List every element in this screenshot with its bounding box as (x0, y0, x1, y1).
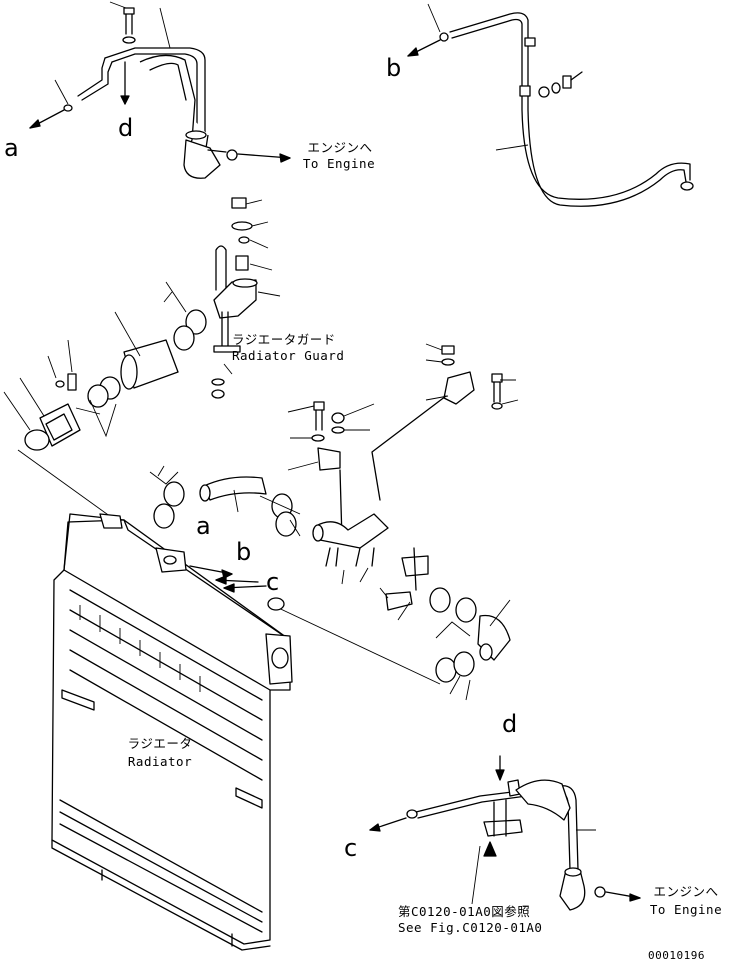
label-b-top: b (386, 54, 402, 82)
label-a-mid: a (196, 512, 212, 540)
label-engine-en-bottom: To Engine (649, 902, 723, 917)
label-engine-en-top: To Engine (302, 156, 376, 171)
right-upper-brackets (287, 343, 519, 541)
top-left-arrows (29, 95, 291, 163)
label-see-fig-en: See Fig.C0120-01A0 (398, 920, 543, 935)
leader-lines (17, 449, 441, 685)
label-c-bottom: c (344, 834, 358, 862)
label-d-top: d (118, 114, 134, 142)
central-hoses (149, 465, 511, 701)
label-radiator-guard-jp: ラジエータガード (232, 332, 336, 347)
top-left-pipe-assembly (54, 1, 238, 179)
radiator-core (51, 513, 293, 951)
label-engine-jp-bottom: エンジンへ (653, 884, 719, 899)
label-c-mid: c (266, 568, 280, 596)
cap-and-elbow-parts (211, 197, 281, 399)
top-right-pipe (407, 3, 694, 207)
label-radiator-jp: ラジエータ (127, 736, 193, 751)
left-hose-and-clamps (3, 281, 207, 451)
label-engine-jp-top: エンジンへ (307, 140, 373, 155)
label-radiator-en: Radiator (127, 754, 193, 769)
label-see-fig-jp: 第C0120-01A0図参照 (398, 904, 531, 919)
label-radiator-guard-en: Radiator Guard (232, 348, 345, 363)
label-a-top: a (4, 134, 20, 162)
drawing-number: 00010196 (648, 949, 705, 962)
label-b-mid: b (236, 538, 252, 566)
label-d-bottom: d (502, 710, 518, 738)
bottom-right-pipe-assembly (369, 755, 641, 911)
